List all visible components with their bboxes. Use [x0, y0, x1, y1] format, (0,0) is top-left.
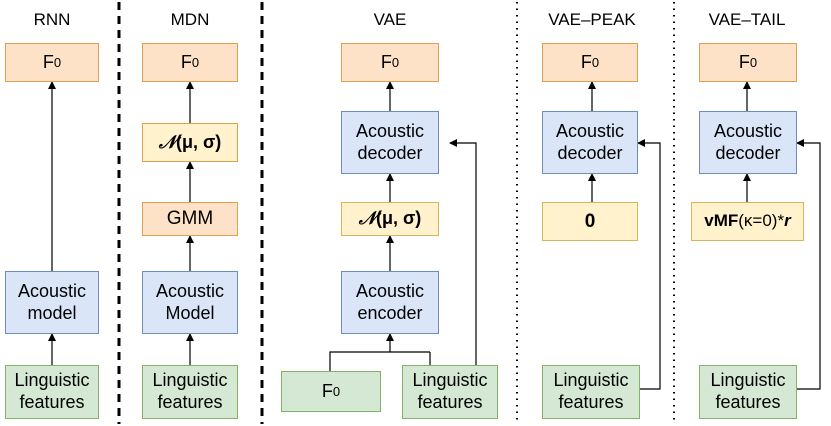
vae-normal-dist-box: 𝒩(μ, σ): [341, 202, 439, 236]
arrow-peak-ling-to-decoder: [637, 139, 661, 390]
title-vae: VAE: [373, 10, 407, 29]
peak-zero-box: 0: [542, 202, 638, 241]
arrow-vae-f0-to-encoder: [329, 333, 394, 371]
arrow-vae-ling-to-decoder: [449, 139, 477, 365]
tail-vmf-box: vMF(κ=0)*r: [691, 202, 804, 241]
title-mdn: MDN: [170, 10, 210, 29]
mdn-normal-dist-box: 𝒩(μ, σ): [142, 123, 238, 162]
title-vae-peak: VAE–PEAK: [548, 10, 636, 29]
title-rnn: RNN: [33, 10, 71, 29]
title-vae-tail: VAE–TAIL: [708, 10, 786, 29]
mdn-gmm-box: GMM: [142, 202, 238, 236]
arrow-tail-ling-to-decoder: [796, 139, 821, 390]
